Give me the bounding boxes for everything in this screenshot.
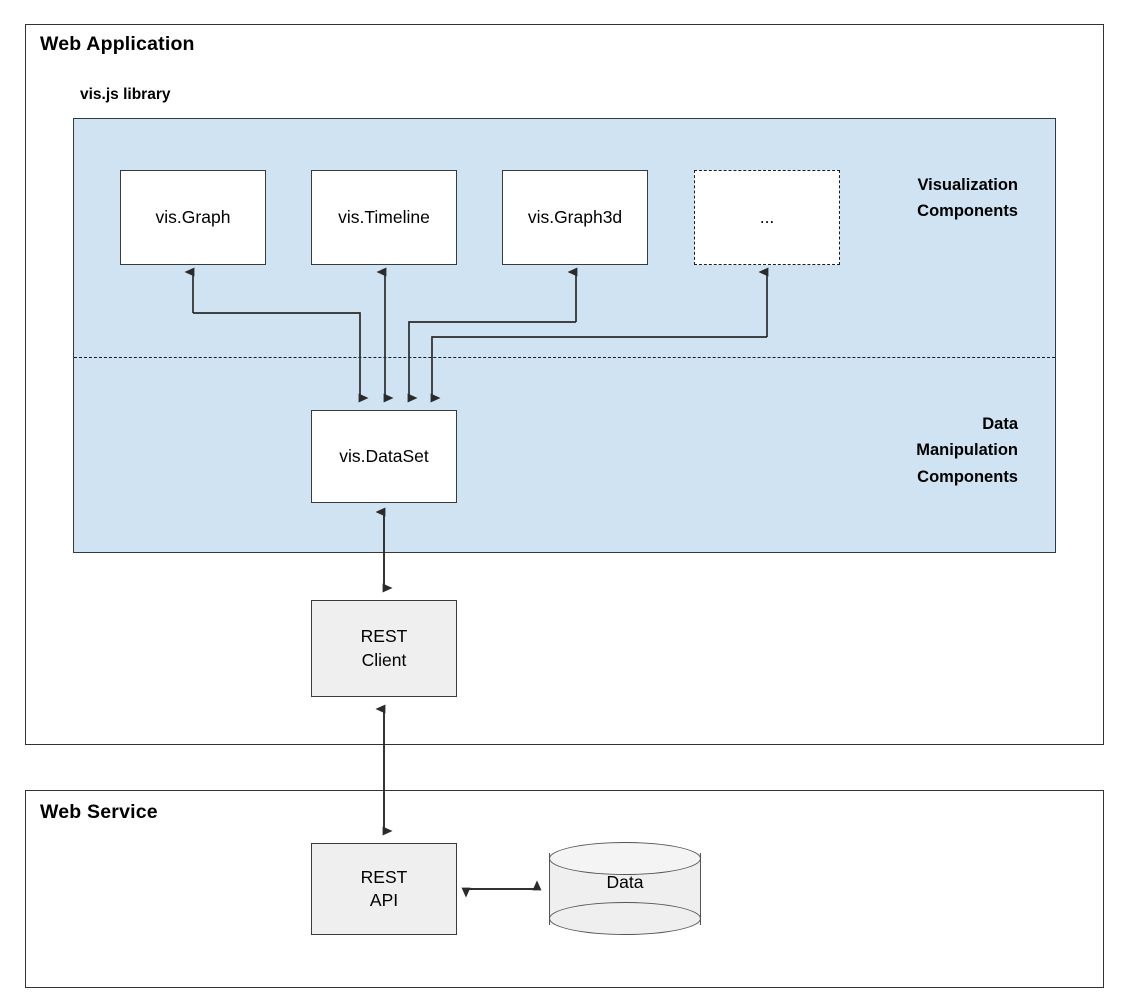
node-rest-client-label-line1: REST [360,626,408,647]
node-rest-client[interactable]: REST Client [311,600,457,697]
web-service-title: Web Service [40,801,158,823]
node-vis-dataset[interactable]: vis.DataSet [311,410,457,503]
data-manipulation-label-line1: Data [982,415,1018,433]
node-vis-graph3d[interactable]: vis.Graph3d [502,170,648,265]
cylinder-top-ellipse [549,842,701,875]
visualization-components-label: Visualization Components [756,172,1018,225]
web-application-title: Web Application [40,33,195,55]
cylinder-bottom-ellipse [549,902,701,935]
data-manipulation-label-line3: Components [917,467,1018,486]
data-manipulation-components-label: Data Manipulation Components [756,411,1018,490]
visualization-components-label-line1: Visualization [917,176,1018,194]
node-vis-graph[interactable]: vis.Graph [120,170,266,265]
node-vis-graph3d-label: vis.Graph3d [527,206,623,227]
node-more-components-label: ... [759,206,775,227]
node-more-components-placeholder[interactable]: ... [694,170,840,265]
node-vis-graph-label: vis.Graph [155,206,231,227]
node-vis-timeline[interactable]: vis.Timeline [311,170,457,265]
node-vis-dataset-label: vis.DataSet [339,445,429,466]
node-rest-client-label-line2: Client [361,649,407,670]
node-data-store-cylinder[interactable]: Data [549,842,701,936]
node-data-store-label: Data [606,872,644,892]
visualization-components-label-line2: Components [917,202,1018,221]
layer-divider-dashed-line [74,357,1055,358]
vis-library-title: vis.js library [80,86,171,103]
node-rest-api-label-line1: REST [360,866,408,887]
data-manipulation-label-line2: Manipulation [916,441,1018,460]
node-rest-api-label-line2: API [369,890,399,910]
node-rest-api[interactable]: REST API [311,843,457,935]
node-vis-timeline-label: vis.Timeline [338,206,430,227]
